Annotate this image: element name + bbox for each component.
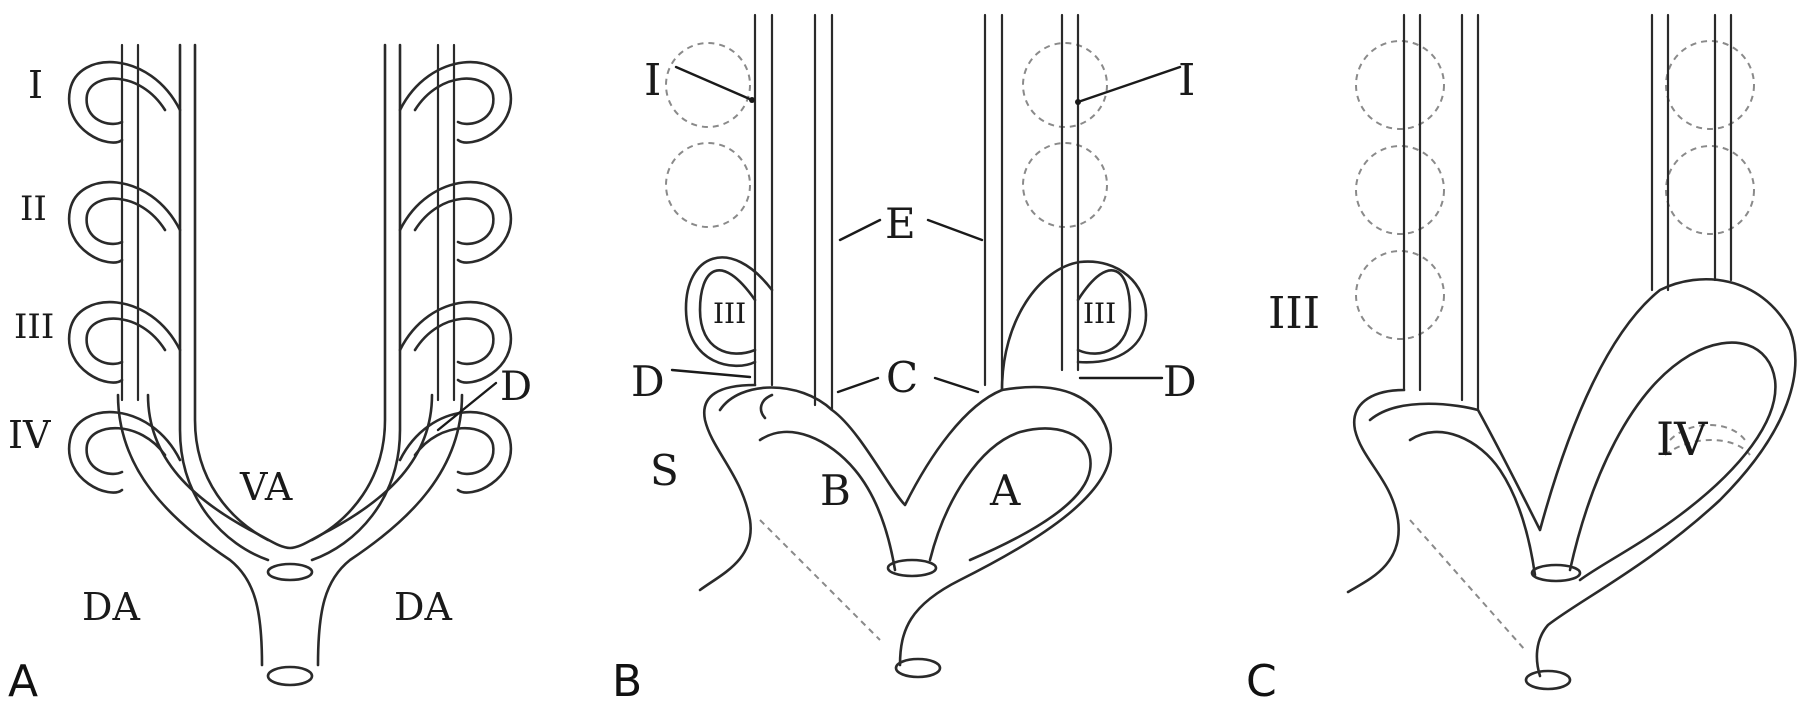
- label-b-ductus-right: D: [1163, 357, 1197, 406]
- label-b-aorta: A: [989, 466, 1021, 515]
- right-arches-a: [398, 60, 513, 494]
- heart-inner-c: [1368, 278, 1797, 678]
- heart-inner-b: [758, 427, 1092, 572]
- aorta-bottom-opening: [266, 665, 314, 687]
- label-c-arch3: III: [1268, 288, 1320, 339]
- leader-i-right: [1076, 65, 1182, 104]
- label-b-subclavian: S: [650, 446, 679, 495]
- arch3-left-loop-b-outer: [684, 256, 774, 368]
- label-c-arch4: IV: [1656, 412, 1708, 466]
- panel-c: III IV C: [1246, 13, 1797, 707]
- leader-e-right: [926, 218, 984, 242]
- label-ventral-aorta: VA: [239, 465, 293, 509]
- leader-c-right: [933, 376, 980, 394]
- aorta-u-outer: [116, 393, 464, 667]
- ghost-arches-b: [665, 42, 1108, 228]
- label-b-ductus-left: D: [631, 357, 665, 406]
- outflow-opening-b: [886, 558, 938, 578]
- label-arch-2: II: [20, 189, 47, 229]
- label-arch-4: IV: [8, 413, 51, 457]
- leader-e-left: [838, 218, 882, 242]
- label-dorsal-aorta-left: DA: [82, 585, 140, 629]
- heart-chamber-c: [1408, 341, 1777, 582]
- left-arches-a: [67, 60, 182, 494]
- label-b-external: E: [885, 199, 916, 248]
- label-arch-1: I: [28, 63, 43, 107]
- label-b-common: C: [886, 353, 918, 402]
- leader-c-left: [836, 376, 880, 394]
- arch3-right-loop-b-outer: [1000, 260, 1148, 392]
- label-b-brachiocephalic: B: [820, 466, 851, 515]
- ventral-aorta-opening: [266, 562, 314, 582]
- ghost-arches-c: [1355, 40, 1755, 456]
- label-b-arch1-right: I: [1178, 55, 1195, 106]
- label-ductus-a: D: [500, 364, 532, 410]
- outflow-inner-b: [759, 393, 774, 420]
- arch3-left-loop-b: [698, 269, 757, 355]
- ventral-aorta-outer: [193, 43, 387, 542]
- label-arch-3: III: [14, 307, 54, 347]
- label-b-arch1-left: I: [644, 55, 661, 106]
- leader-d-a: [436, 381, 498, 432]
- panel-b: I I E III III C D D S B A B: [612, 13, 1197, 707]
- panel-letter-a: A: [8, 656, 38, 707]
- ventral-aorta-inner: [178, 43, 402, 562]
- label-dorsal-aorta-right: DA: [394, 585, 452, 629]
- label-b-arch3-left: III: [713, 297, 746, 330]
- arch3-right-loop-b: [1076, 269, 1132, 355]
- label-b-arch3-right: III: [1083, 297, 1116, 330]
- aorta-u-inner: [146, 393, 434, 550]
- panel-letter-b: B: [612, 656, 642, 707]
- aorta-bottom-opening-c: [1524, 669, 1572, 691]
- panel-letter-c: C: [1246, 656, 1277, 707]
- ghost-duct-b: [759, 519, 881, 641]
- outflow-outer-b: [698, 383, 757, 592]
- outflow-opening-c: [1530, 563, 1582, 583]
- panel-a: I II III IV D VA DA DA A: [8, 43, 532, 707]
- heart-body-c: [1346, 388, 1406, 594]
- leader-i-left: [674, 65, 754, 102]
- heart-body-b: [718, 385, 1113, 667]
- leader-d-left-b: [670, 368, 752, 379]
- ghost-duct-c: [1409, 519, 1526, 651]
- aorta-bottom-opening-b: [894, 657, 942, 679]
